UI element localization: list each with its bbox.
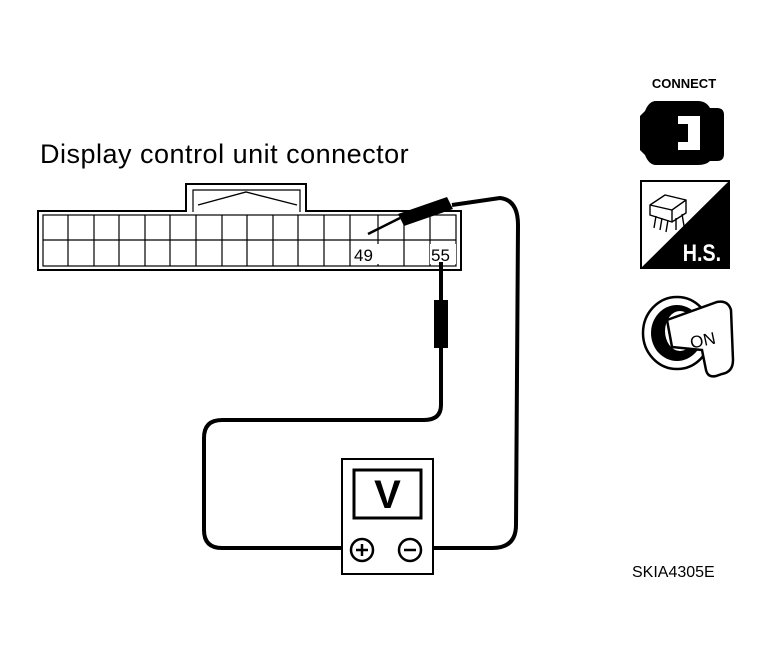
ignition-on-icon: ON: [641, 295, 735, 378]
voltmeter: V: [341, 458, 434, 575]
connect-icon: CONNECT: [640, 76, 724, 165]
figure-code: SKIA4305E: [632, 564, 715, 581]
harness-side-label: H.S.: [683, 239, 721, 266]
connect-icon-label: CONNECT: [652, 76, 716, 91]
probe-wire-49: [425, 196, 520, 550]
probe-tip-49: [367, 197, 453, 236]
probe-tip-55: [434, 300, 448, 348]
voltmeter-label: V: [374, 473, 401, 517]
terminal-55-label: 55: [431, 246, 450, 265]
ignition-on-label: ON: [688, 329, 717, 353]
harness-side-icon: H.S.: [640, 180, 730, 269]
connector-housing: [37, 183, 462, 271]
connector-terminal-grid: [43, 215, 456, 266]
probe-wire-55: [202, 262, 443, 550]
connector-title: Display control unit connector: [40, 139, 409, 169]
terminal-49-label: 49: [354, 246, 373, 265]
